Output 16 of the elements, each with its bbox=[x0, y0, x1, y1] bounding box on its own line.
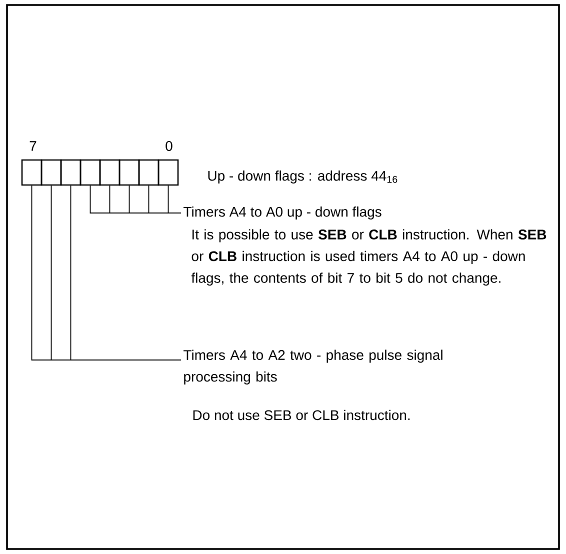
note: It is possible to use SEB or CLB instruction. When SEB or CLB instruction is used timers A4 to A0 up - down flags, the contents of bit 7 to bit 5 do not change. bbox=[191, 229, 546, 286]
note: Do not use SEB or CLB instruction. bbox=[193, 410, 410, 420]
leader-line bbox=[168, 185, 182, 214]
register-title: Up - down flags : address 44$_{16}$ bbox=[208, 170, 398, 184]
bit-description: Timers A4 to A2 two - phase pulse signal processing bits bbox=[184, 350, 442, 384]
bit-cell bbox=[60, 159, 82, 186]
bit-cell bbox=[40, 159, 62, 186]
bit-number: 7 bbox=[30, 141, 36, 151]
bit-number: 0 bbox=[166, 141, 172, 151]
bit-cell bbox=[99, 159, 120, 186]
bit-cell bbox=[138, 159, 160, 186]
bit-description: Timers A4 to A0 up - down flags bbox=[184, 206, 382, 220]
bit-cell bbox=[80, 159, 101, 186]
bit-cell bbox=[118, 159, 140, 186]
bit-cell bbox=[21, 159, 42, 186]
bit-cell bbox=[158, 159, 179, 186]
